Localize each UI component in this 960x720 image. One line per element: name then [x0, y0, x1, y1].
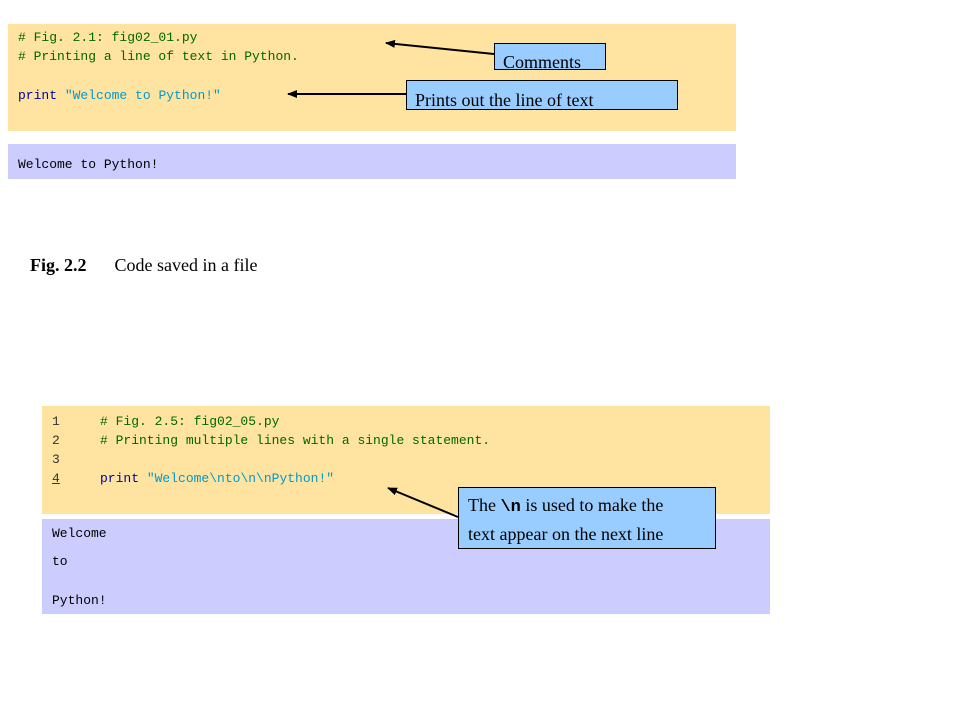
fig2-output-line-3: Python!	[52, 593, 107, 608]
callout-comments: Comments	[494, 43, 606, 72]
fig1-code-line-1: # Fig. 2.1: fig02_01.py	[18, 30, 198, 45]
fig2-print-keyword: print	[100, 471, 140, 486]
callout-comments-text: Comments	[503, 52, 582, 72]
fig2-output-line-1: Welcome	[52, 526, 107, 541]
callout-newline-line-1: The \n is used to make the	[468, 492, 715, 521]
fig1-code-panel: # Fig. 2.1: fig02_01.py # Printing a lin…	[8, 24, 736, 131]
fig1-print-keyword: print	[18, 88, 58, 103]
fig2-code-text-2: # Printing multiple lines with a single …	[100, 433, 491, 448]
callout-print: Prints out the line of text	[406, 80, 678, 110]
fig1-output-text: Welcome to Python!	[18, 157, 159, 172]
callout-newline-line-2: text appear on the next line	[468, 524, 664, 544]
fig2-line-number-3: 3	[52, 452, 60, 467]
fig2-code-line-3: 3	[52, 450, 100, 469]
fig1-print-string: "Welcome to Python!"	[64, 88, 221, 103]
fig2-line-number-1: 1	[52, 414, 60, 429]
fig2-code-line-1: 1 # Fig. 2.5: fig02_05.py	[52, 412, 279, 431]
figure-caption: Fig. 2.2 Code saved in a file	[30, 255, 257, 276]
fig1-code-line-2: # Printing a line of text in Python.	[18, 49, 299, 64]
fig2-code-line-2: 2 # Printing multiple lines with a single…	[52, 431, 490, 450]
fig2-line-number-4: 4	[52, 471, 60, 486]
fig1-print-statement: print "Welcome to Python!"	[18, 86, 221, 105]
fig2-code-line-4: 4 print "Welcome\nto\n\nPython!"	[52, 469, 334, 488]
fig2-code-text-1: # Fig. 2.5: fig02_05.py	[100, 414, 280, 429]
callout-newline: The \n is used to make the text appear o…	[458, 487, 716, 549]
fig2-print-string: "Welcome\nto\n\nPython!"	[146, 471, 335, 486]
callout-newline-prefix: The	[468, 495, 501, 515]
callout-print-text: Prints out the line of text	[415, 90, 594, 110]
callout-newline-suffix: is used to make the	[520, 495, 664, 515]
arrow-comments	[385, 39, 495, 55]
fig2-output-line-2: to	[52, 554, 68, 569]
callout-newline-code: \n	[500, 498, 521, 517]
fig2-line-number-2: 2	[52, 433, 60, 448]
figure-caption-label: Fig. 2.2	[30, 255, 87, 275]
figure-caption-text: Code saved in a file	[114, 255, 258, 275]
fig1-output-panel: Welcome to Python!	[8, 144, 736, 179]
arrow-newline	[387, 487, 459, 518]
